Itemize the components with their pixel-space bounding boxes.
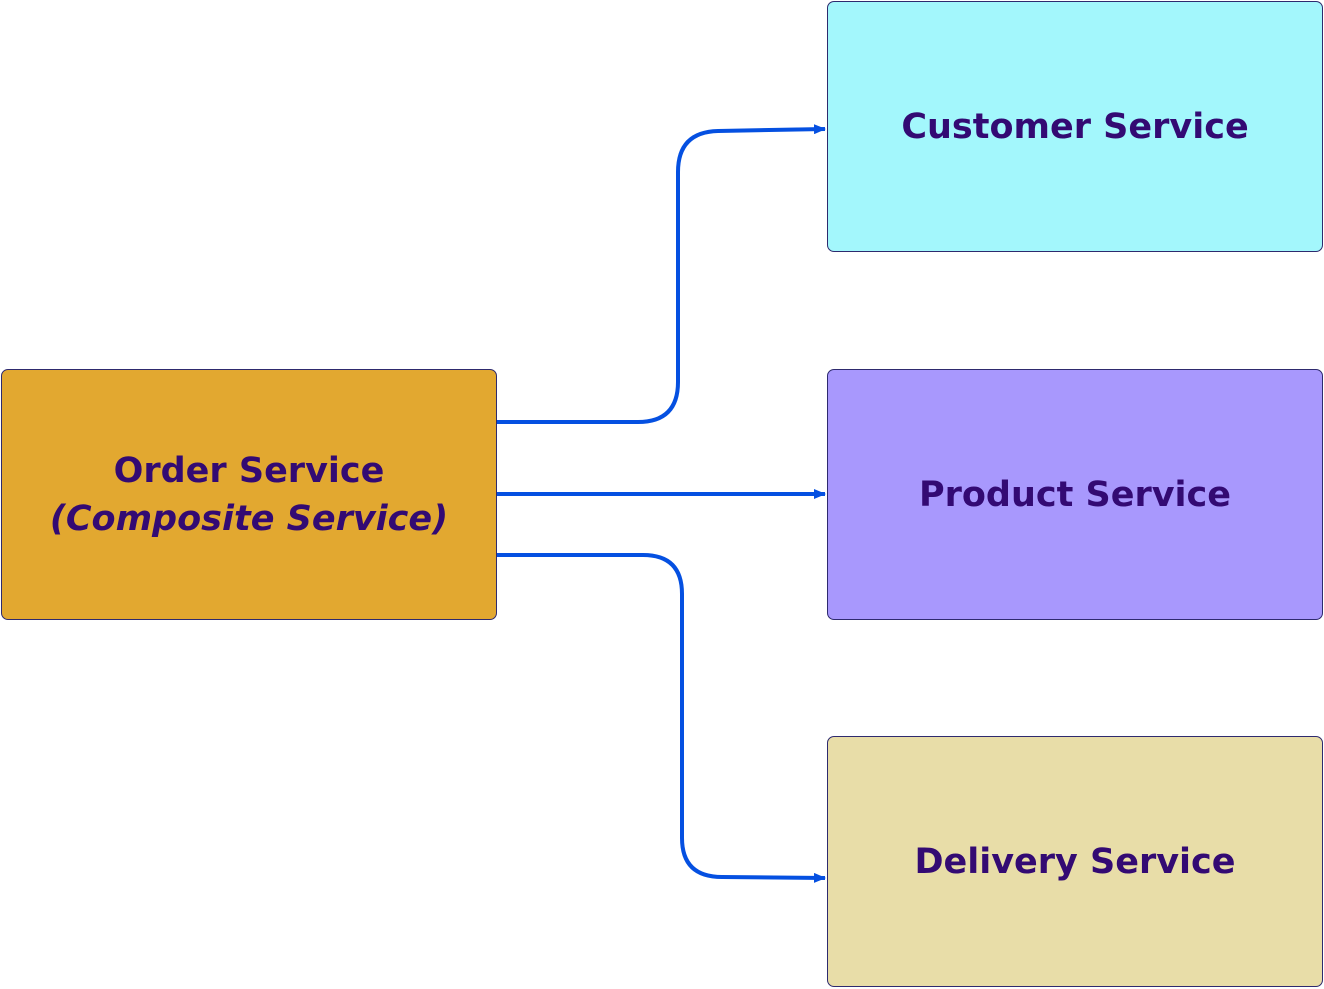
order-service-title: Order Service: [113, 450, 385, 491]
arrow-order-to-customer: [497, 124, 826, 424]
arrow-order-to-delivery: [497, 553, 826, 883]
order-service-node[interactable]: Order Service (Composite Service): [1, 369, 497, 620]
product-service-title: Product Service: [918, 474, 1232, 515]
customer-service-title: Customer Service: [901, 106, 1249, 147]
customer-service-node[interactable]: Customer Service: [827, 1, 1323, 252]
product-service-node[interactable]: Product Service: [827, 369, 1323, 620]
delivery-service-title: Delivery Service: [914, 841, 1236, 882]
order-service-subtitle: (Composite Service): [49, 498, 449, 539]
delivery-service-node[interactable]: Delivery Service: [827, 736, 1323, 987]
